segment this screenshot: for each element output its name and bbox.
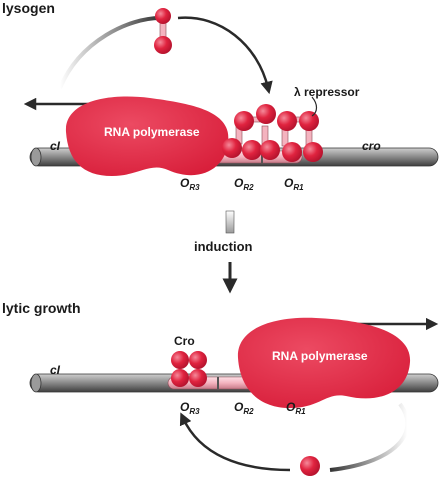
repressor-leader-line <box>311 96 318 117</box>
operator-OR2-label-bottom: OR2 <box>234 400 254 416</box>
free-cro-monomer <box>300 456 320 476</box>
cro-dimer-bound <box>171 351 207 387</box>
rna-polymerase-label-top: RNA polymerase <box>104 125 200 139</box>
lytic-growth-title: lytic growth <box>2 300 81 316</box>
lambda-repressor-dimers <box>222 104 323 162</box>
operator-OR2-label-top: OR2 <box>234 176 254 192</box>
rna-polymerase-top: RNA polymerase <box>65 96 229 176</box>
gene-cI-label-bottom: cI <box>50 363 61 377</box>
rna-polymerase-bottom: RNA polymerase <box>237 317 411 408</box>
lambda-repressor-label: λ repressor <box>294 85 360 99</box>
feedback-arrow-bottom-left <box>179 412 291 472</box>
rna-polymerase-label-bottom: RNA polymerase <box>272 349 368 363</box>
lysogen-title: lysogen <box>2 0 55 16</box>
free-repressor-dimer-top <box>154 8 172 54</box>
feedback-arrow-right <box>177 16 273 95</box>
cro-label: Cro <box>174 334 195 348</box>
operator-OR1-label-top: OR1 <box>284 176 304 192</box>
induction-label: induction <box>194 239 253 254</box>
feedback-arc-left <box>58 16 161 89</box>
operator-OR3-label-top: OR3 <box>180 176 200 192</box>
operator-OR1-label-bottom: OR1 <box>286 400 306 416</box>
operator-OR3-label-bottom: OR3 <box>180 400 200 416</box>
feedback-arc-bottom-right <box>329 402 410 472</box>
induction-bar <box>225 210 235 234</box>
gene-cI-label-top: cI <box>50 139 61 153</box>
gene-cro-label: cro <box>362 139 381 153</box>
